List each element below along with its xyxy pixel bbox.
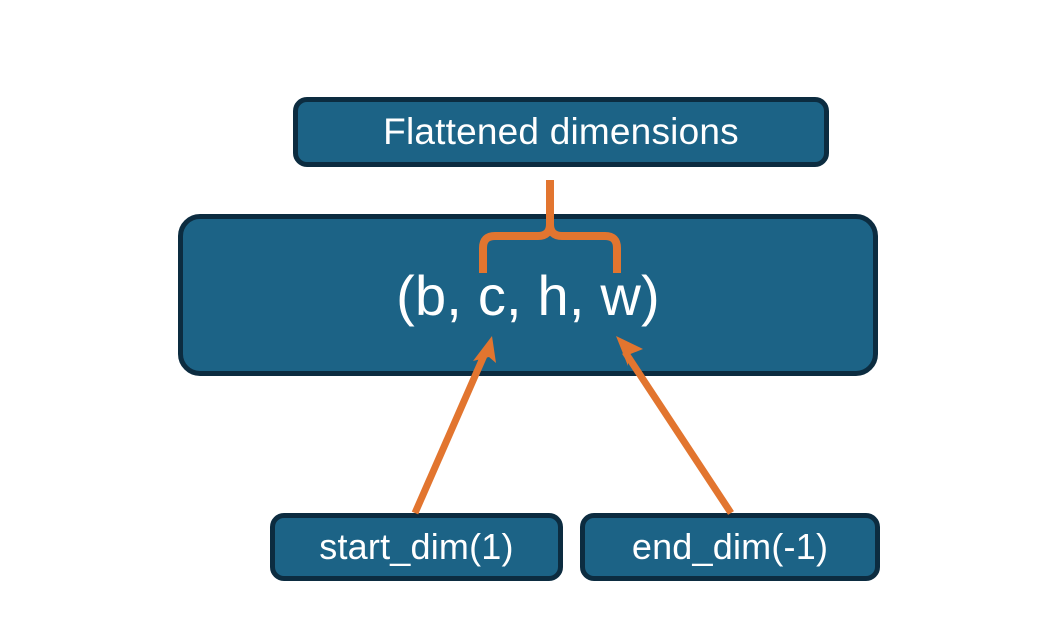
end-dim-box[interactable]: end_dim(-1) bbox=[580, 513, 880, 581]
flattened-dimensions-box[interactable]: Flattened dimensions bbox=[293, 97, 829, 167]
start-dim-box[interactable]: start_dim(1) bbox=[270, 513, 563, 581]
flattened-dimensions-label: Flattened dimensions bbox=[383, 111, 739, 152]
tensor-shape-box[interactable]: (b, c, h, w) bbox=[178, 214, 878, 376]
end-dim-label: end_dim(-1) bbox=[631, 526, 829, 567]
tensor-shape-label: (b, c, h, w) bbox=[396, 263, 660, 327]
start-dim-label: start_dim(1) bbox=[319, 526, 514, 567]
